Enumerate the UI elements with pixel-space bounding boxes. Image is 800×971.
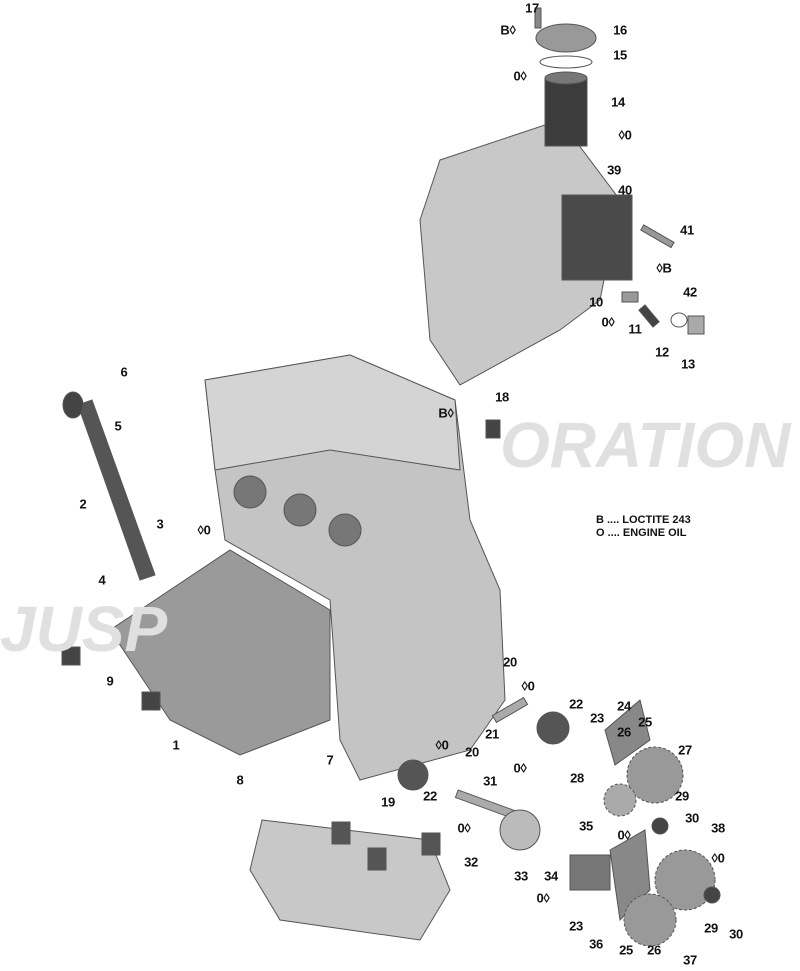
- callout-label: 29: [675, 788, 689, 804]
- callout-label: 39: [607, 162, 621, 178]
- callout-label: ◊0: [197, 522, 211, 538]
- callout-label: 6: [120, 364, 128, 380]
- gear-27: [626, 746, 684, 804]
- oil-pan: [109, 549, 331, 756]
- callout-label: 9: [106, 673, 114, 689]
- callout-label: ◊B: [656, 260, 672, 276]
- callout-label: 0◊: [536, 890, 550, 906]
- callout-label: 19: [381, 794, 395, 810]
- callout-label: ◊0: [521, 678, 535, 694]
- callout-label: 0◊: [457, 820, 471, 836]
- watermark-right: ORATION: [500, 409, 791, 481]
- callout-label: 20: [465, 744, 479, 760]
- callout-label: ◊0: [435, 737, 449, 753]
- legend: B .... LOCTITE 243 O .... ENGINE OIL: [596, 514, 691, 540]
- callout-label: 2: [79, 496, 87, 512]
- callout-label: 22: [569, 696, 583, 712]
- callout-label: 4: [98, 572, 106, 588]
- callout-label: 3: [156, 516, 164, 532]
- callout-label: 0◊: [617, 827, 631, 843]
- callout-label: 11: [628, 321, 642, 337]
- callout-label: 21: [485, 726, 499, 742]
- callout-label: 12: [655, 344, 669, 360]
- callout-label: 28: [570, 770, 584, 786]
- callout-label: 24: [617, 698, 631, 714]
- callout-label: 10: [589, 294, 603, 310]
- gear-37: [623, 893, 677, 947]
- dipstick-tube: [77, 399, 156, 581]
- legend-engine-oil: O .... ENGINE OIL: [596, 527, 687, 539]
- callout-label: ◊0: [711, 850, 725, 866]
- callout-label: 41: [680, 222, 694, 238]
- callout-label: 5: [114, 418, 122, 434]
- callout-label: 40: [618, 182, 632, 198]
- callout-label: 18: [495, 389, 509, 405]
- callout-label: 15: [613, 47, 627, 63]
- cylinder-head: [204, 354, 461, 471]
- legend-loctite: B .... LOCTITE 243: [596, 514, 691, 526]
- oil-cooler: [561, 194, 633, 281]
- callout-label: 25: [638, 714, 652, 730]
- callout-label: 37: [683, 952, 697, 968]
- callout-label: ◊0: [618, 127, 632, 143]
- callout-label: 13: [681, 356, 695, 372]
- callout-label: 26: [647, 942, 661, 958]
- callout-label: 26: [617, 724, 631, 740]
- callout-label: 22: [423, 788, 437, 804]
- gear-28: [603, 783, 637, 817]
- callout-label: B◊: [500, 22, 516, 38]
- callout-label: 30: [685, 810, 699, 826]
- callout-label: 32: [464, 854, 478, 870]
- callout-label: 0◊: [513, 68, 527, 84]
- callout-label: 16: [613, 22, 627, 38]
- callout-label: 35: [579, 818, 593, 834]
- callout-label: 42: [683, 284, 697, 300]
- callout-label: 14: [611, 94, 625, 110]
- oil-filter: [544, 77, 588, 147]
- callout-label: 33: [514, 868, 528, 884]
- callout-label: 0◊: [513, 760, 527, 776]
- callout-label: 23: [590, 710, 604, 726]
- callout-label: B◊: [438, 405, 454, 421]
- callout-label: 36: [589, 936, 603, 952]
- callout-label: 30: [729, 926, 743, 942]
- callout-label: 31: [483, 773, 497, 789]
- callout-label: 1: [172, 737, 180, 753]
- filter-housing: [419, 119, 621, 386]
- callout-label: 25: [619, 942, 633, 958]
- callout-label: 7: [326, 752, 334, 768]
- callout-label: 23: [569, 918, 583, 934]
- callout-label: 8: [236, 772, 244, 788]
- callout-label: 29: [704, 920, 718, 936]
- callout-label: 20: [503, 654, 517, 670]
- watermark-left: JUSP: [0, 593, 168, 665]
- callout-label: 34: [544, 868, 558, 884]
- callout-label: 38: [711, 820, 725, 836]
- callout-label: 17: [525, 0, 539, 16]
- callout-label: 0◊: [601, 314, 615, 330]
- gear-38: [654, 849, 716, 911]
- callout-label: 27: [678, 742, 692, 758]
